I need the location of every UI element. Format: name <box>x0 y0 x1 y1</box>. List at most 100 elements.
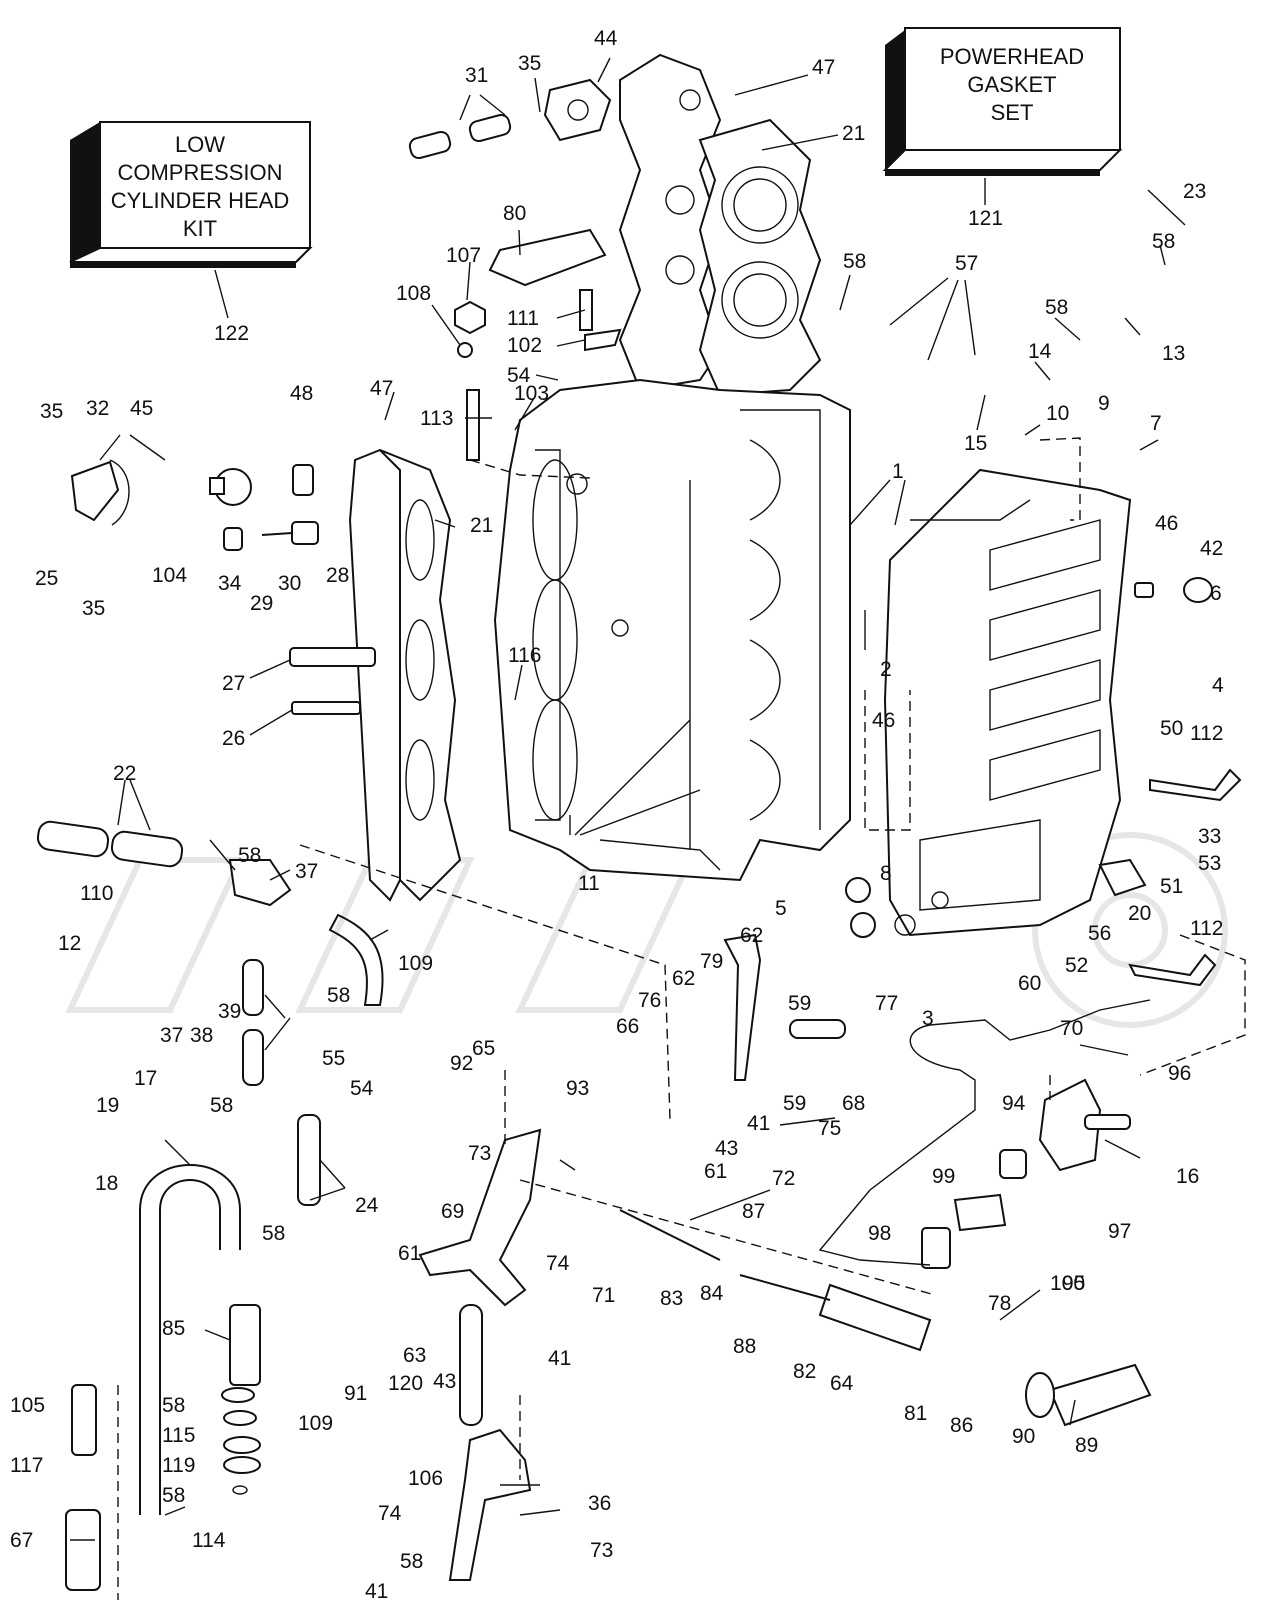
callout: 86 <box>950 1414 973 1437</box>
callout: 1 <box>892 460 904 483</box>
callout: 14 <box>1028 340 1052 363</box>
callout: 35 <box>518 52 541 75</box>
callout: 9 <box>1098 392 1110 415</box>
callout: 80 <box>503 202 526 225</box>
callout: 36 <box>588 1492 611 1515</box>
callout: 58 <box>238 844 261 867</box>
callout: 34 <box>218 572 242 595</box>
callout: 103 <box>514 382 549 405</box>
callout: 119 <box>162 1454 195 1477</box>
callout: 89 <box>1075 1434 1098 1457</box>
callout: 12 <box>58 932 81 955</box>
callout: 99 <box>932 1165 955 1188</box>
callout: 110 <box>80 882 113 905</box>
low-compression-kit-line3: CYLINDER HEAD <box>111 188 289 213</box>
callout: 107 <box>446 244 481 267</box>
callout: 42 <box>1200 537 1223 560</box>
callout: 58 <box>210 1094 233 1117</box>
callout: 28 <box>326 564 349 587</box>
callout: 83 <box>660 1287 683 1310</box>
callout: 11 <box>578 872 600 895</box>
callout: 84 <box>700 1282 724 1305</box>
callout: 102 <box>507 334 542 357</box>
callout: 112 <box>1190 917 1223 940</box>
low-compression-kit-line1: LOW <box>175 132 225 157</box>
callout: 35 <box>82 597 105 620</box>
callout: 105 <box>10 1394 45 1417</box>
callout: 58 <box>1045 296 1068 319</box>
callout: 23 <box>1183 180 1206 203</box>
callout: 59 <box>788 992 811 1015</box>
callout: 18 <box>95 1172 118 1195</box>
callout: 64 <box>830 1372 854 1395</box>
callout: 32 <box>86 397 109 420</box>
powerhead-kit-number: 121 <box>968 207 1003 230</box>
callout: 68 <box>842 1092 865 1115</box>
callout: 33 <box>1198 825 1221 848</box>
callout: 58 <box>262 1222 285 1245</box>
low-compression-kit-box: LOW COMPRESSION CYLINDER HEAD KIT <box>69 121 313 319</box>
callout: 63 <box>403 1344 426 1367</box>
callout: 57 <box>955 252 978 275</box>
callout: 87 <box>742 1200 765 1223</box>
callout: 30 <box>278 572 301 595</box>
callout: 37 <box>295 860 318 883</box>
callout: 74 <box>378 1502 402 1525</box>
callout: 15 <box>964 432 987 455</box>
callout: 96 <box>1168 1062 1191 1085</box>
callout: 20 <box>1128 902 1151 925</box>
callout: 47 <box>370 377 393 400</box>
callout: 73 <box>468 1142 491 1165</box>
callout: 73 <box>590 1539 613 1562</box>
callout: 8 <box>880 862 892 885</box>
callout: 29 <box>250 592 273 615</box>
callout: 31 <box>465 64 488 87</box>
callout: 76 <box>638 989 661 1012</box>
callout: 100 <box>1050 1272 1085 1295</box>
callout: 2 <box>880 658 892 681</box>
callout: 117 <box>10 1454 43 1477</box>
crankcase-cover <box>883 468 1132 937</box>
callout: 90 <box>1012 1425 1035 1448</box>
callout: 60 <box>1018 972 1041 995</box>
callout: 82 <box>793 1360 816 1383</box>
callout: 113 <box>420 407 453 430</box>
callout: 78 <box>988 1292 1011 1315</box>
callout: 38 <box>190 1024 213 1047</box>
callout: 104 <box>152 564 187 587</box>
callout: 5 <box>775 897 787 920</box>
callout: 58 <box>327 984 350 1007</box>
callout: 22 <box>113 762 136 785</box>
callout: 41 <box>365 1580 388 1603</box>
callout: 50 <box>1160 717 1183 740</box>
powerhead-kit-line3: SET <box>991 100 1034 125</box>
callout: 88 <box>733 1335 756 1358</box>
callout: 44 <box>594 27 618 50</box>
callout: 47 <box>812 56 835 79</box>
callout: 116 <box>508 644 541 667</box>
callout: 108 <box>396 282 431 305</box>
callout: 55 <box>322 1047 345 1070</box>
callout: 65 <box>472 1037 495 1060</box>
callout: 54 <box>507 364 531 387</box>
low-compression-kit-line2: COMPRESSION <box>117 160 282 185</box>
callout: 77 <box>875 992 898 1015</box>
callout: 59 <box>783 1092 806 1115</box>
callout: 21 <box>470 514 493 537</box>
callout: 56 <box>1088 922 1111 945</box>
callout: 61 <box>398 1242 421 1265</box>
low-compression-kit-number: 122 <box>214 322 249 345</box>
callout: 67 <box>10 1529 33 1552</box>
callout: 106 <box>408 1467 443 1490</box>
callout: 58 <box>162 1394 185 1417</box>
low-compression-kit-line4: KIT <box>183 216 217 241</box>
callout: 41 <box>747 1112 770 1135</box>
callout-labels: 31 35 44 47 21 80 107 108 111 102 54 103… <box>10 27 1224 1603</box>
callout: 91 <box>344 1382 367 1405</box>
callout: 25 <box>35 567 58 590</box>
callout: 51 <box>1160 875 1183 898</box>
callout: 26 <box>222 727 245 750</box>
callout: 62 <box>672 967 695 990</box>
assembly-guide-lines <box>117 437 1246 1600</box>
